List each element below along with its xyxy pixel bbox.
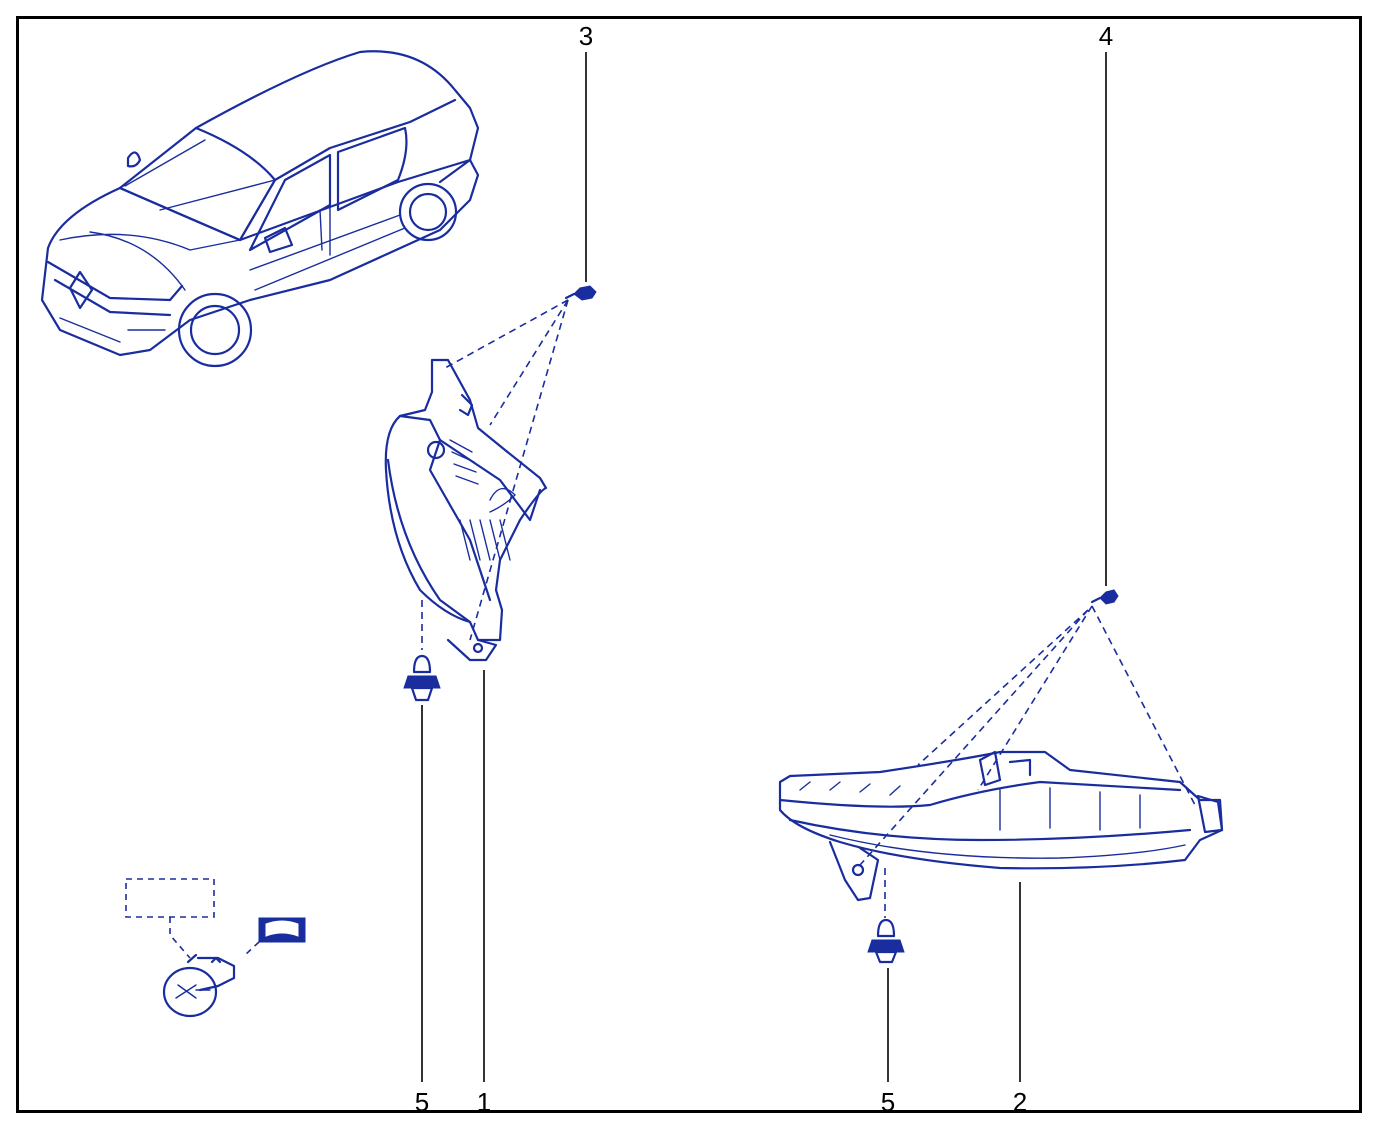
callout-4: 4	[1098, 21, 1114, 51]
screw-right	[1090, 589, 1119, 605]
assembly-line	[917, 609, 1089, 766]
callout-2: 2	[1012, 1087, 1028, 1117]
callout-5-right: 5	[880, 1087, 896, 1117]
bulb-detail	[125, 878, 306, 1018]
screw-left	[564, 285, 597, 301]
bulb-holder-right	[867, 918, 905, 964]
assembly-line	[444, 299, 569, 369]
assembly-line	[977, 605, 1093, 791]
assembly-line	[489, 299, 569, 426]
assembly-line	[469, 299, 569, 641]
assembly-line	[244, 941, 260, 956]
callout-5-left: 5	[414, 1087, 430, 1117]
bulb-socket-label-icon	[258, 917, 306, 943]
bulb-holder-left	[403, 654, 441, 702]
assembly-line	[169, 917, 191, 959]
assembly-line	[859, 609, 1089, 866]
bulb-reference-box	[125, 878, 215, 918]
callout-1: 1	[476, 1087, 492, 1117]
bulb-icon	[162, 956, 236, 1018]
car-illustration-icon	[40, 50, 480, 368]
diagram-frame	[16, 16, 1362, 1113]
fog-lamp-left	[384, 358, 548, 662]
callout-3: 3	[578, 21, 594, 51]
fog-lamp-right	[778, 750, 1224, 902]
assembly-line	[1091, 605, 1196, 806]
